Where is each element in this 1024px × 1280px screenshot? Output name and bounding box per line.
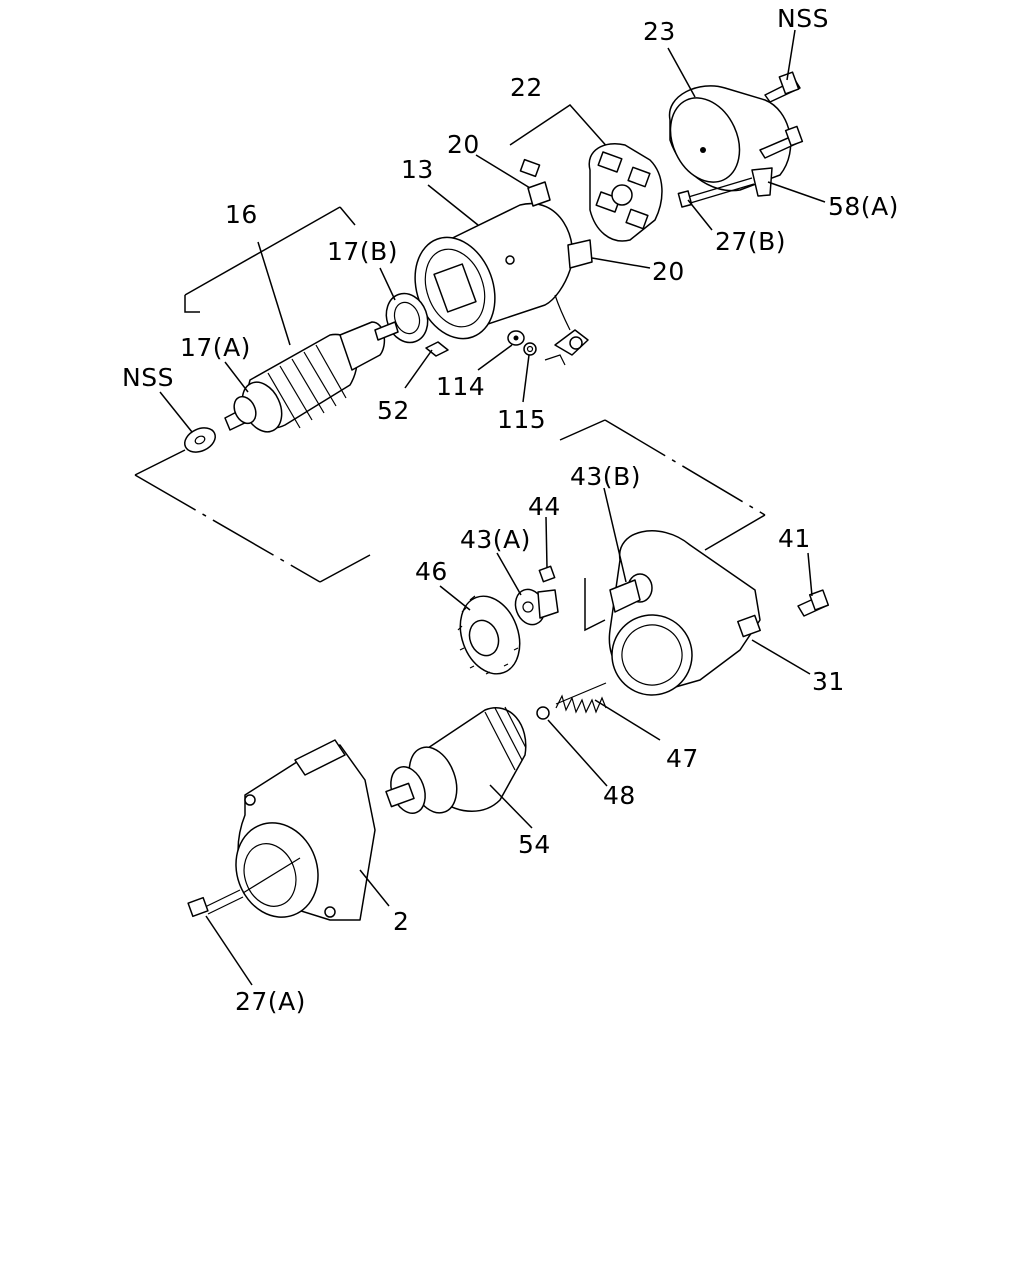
label-43a: 43(A): [460, 525, 531, 554]
label-17b: 17(B): [327, 237, 398, 266]
leader-lines: [159, 29, 826, 986]
label-22: 22: [510, 73, 543, 102]
label-23: 23: [643, 17, 676, 46]
spring-47-ball-48: [536, 682, 607, 720]
label-52: 52: [377, 396, 410, 425]
label-54: 54: [518, 830, 551, 859]
label-41: 41: [778, 524, 811, 553]
label-27b: 27(B): [715, 227, 786, 256]
label-44: 44: [528, 492, 561, 521]
label-20-right: 20: [652, 257, 685, 286]
label-31: 31: [812, 667, 845, 696]
label-2: 2: [393, 907, 409, 936]
gears-46-43a-44: [457, 565, 559, 675]
label-114: 114: [436, 372, 485, 401]
armature-16: [184, 321, 399, 453]
label-43b: 43(B): [570, 462, 641, 491]
front-housing-2: [187, 739, 376, 921]
label-47: 47: [666, 744, 699, 773]
pinion-clutch-54: [385, 706, 527, 814]
label-13: 13: [401, 155, 434, 184]
group-brackets: [134, 104, 766, 632]
label-46: 46: [415, 557, 448, 586]
label-20-upper: 20: [447, 130, 480, 159]
label-115: 115: [497, 405, 546, 434]
label-17a: 17(A): [180, 333, 251, 362]
rear-cover-23: [668, 71, 804, 197]
yoke-13: [414, 181, 593, 366]
center-housing-43b: [608, 530, 830, 696]
label-48: 48: [603, 781, 636, 810]
part-labels: NSS 23 22 20 13 16 17(B) 20 58(A) 27(B) …: [122, 4, 899, 1016]
label-nss-top: NSS: [777, 4, 829, 33]
label-58a: 58(A): [828, 192, 899, 221]
label-27a: 27(A): [235, 987, 306, 1016]
brush-holder-22: [519, 143, 755, 242]
label-nss-left: NSS: [122, 363, 174, 392]
label-16: 16: [225, 200, 258, 229]
